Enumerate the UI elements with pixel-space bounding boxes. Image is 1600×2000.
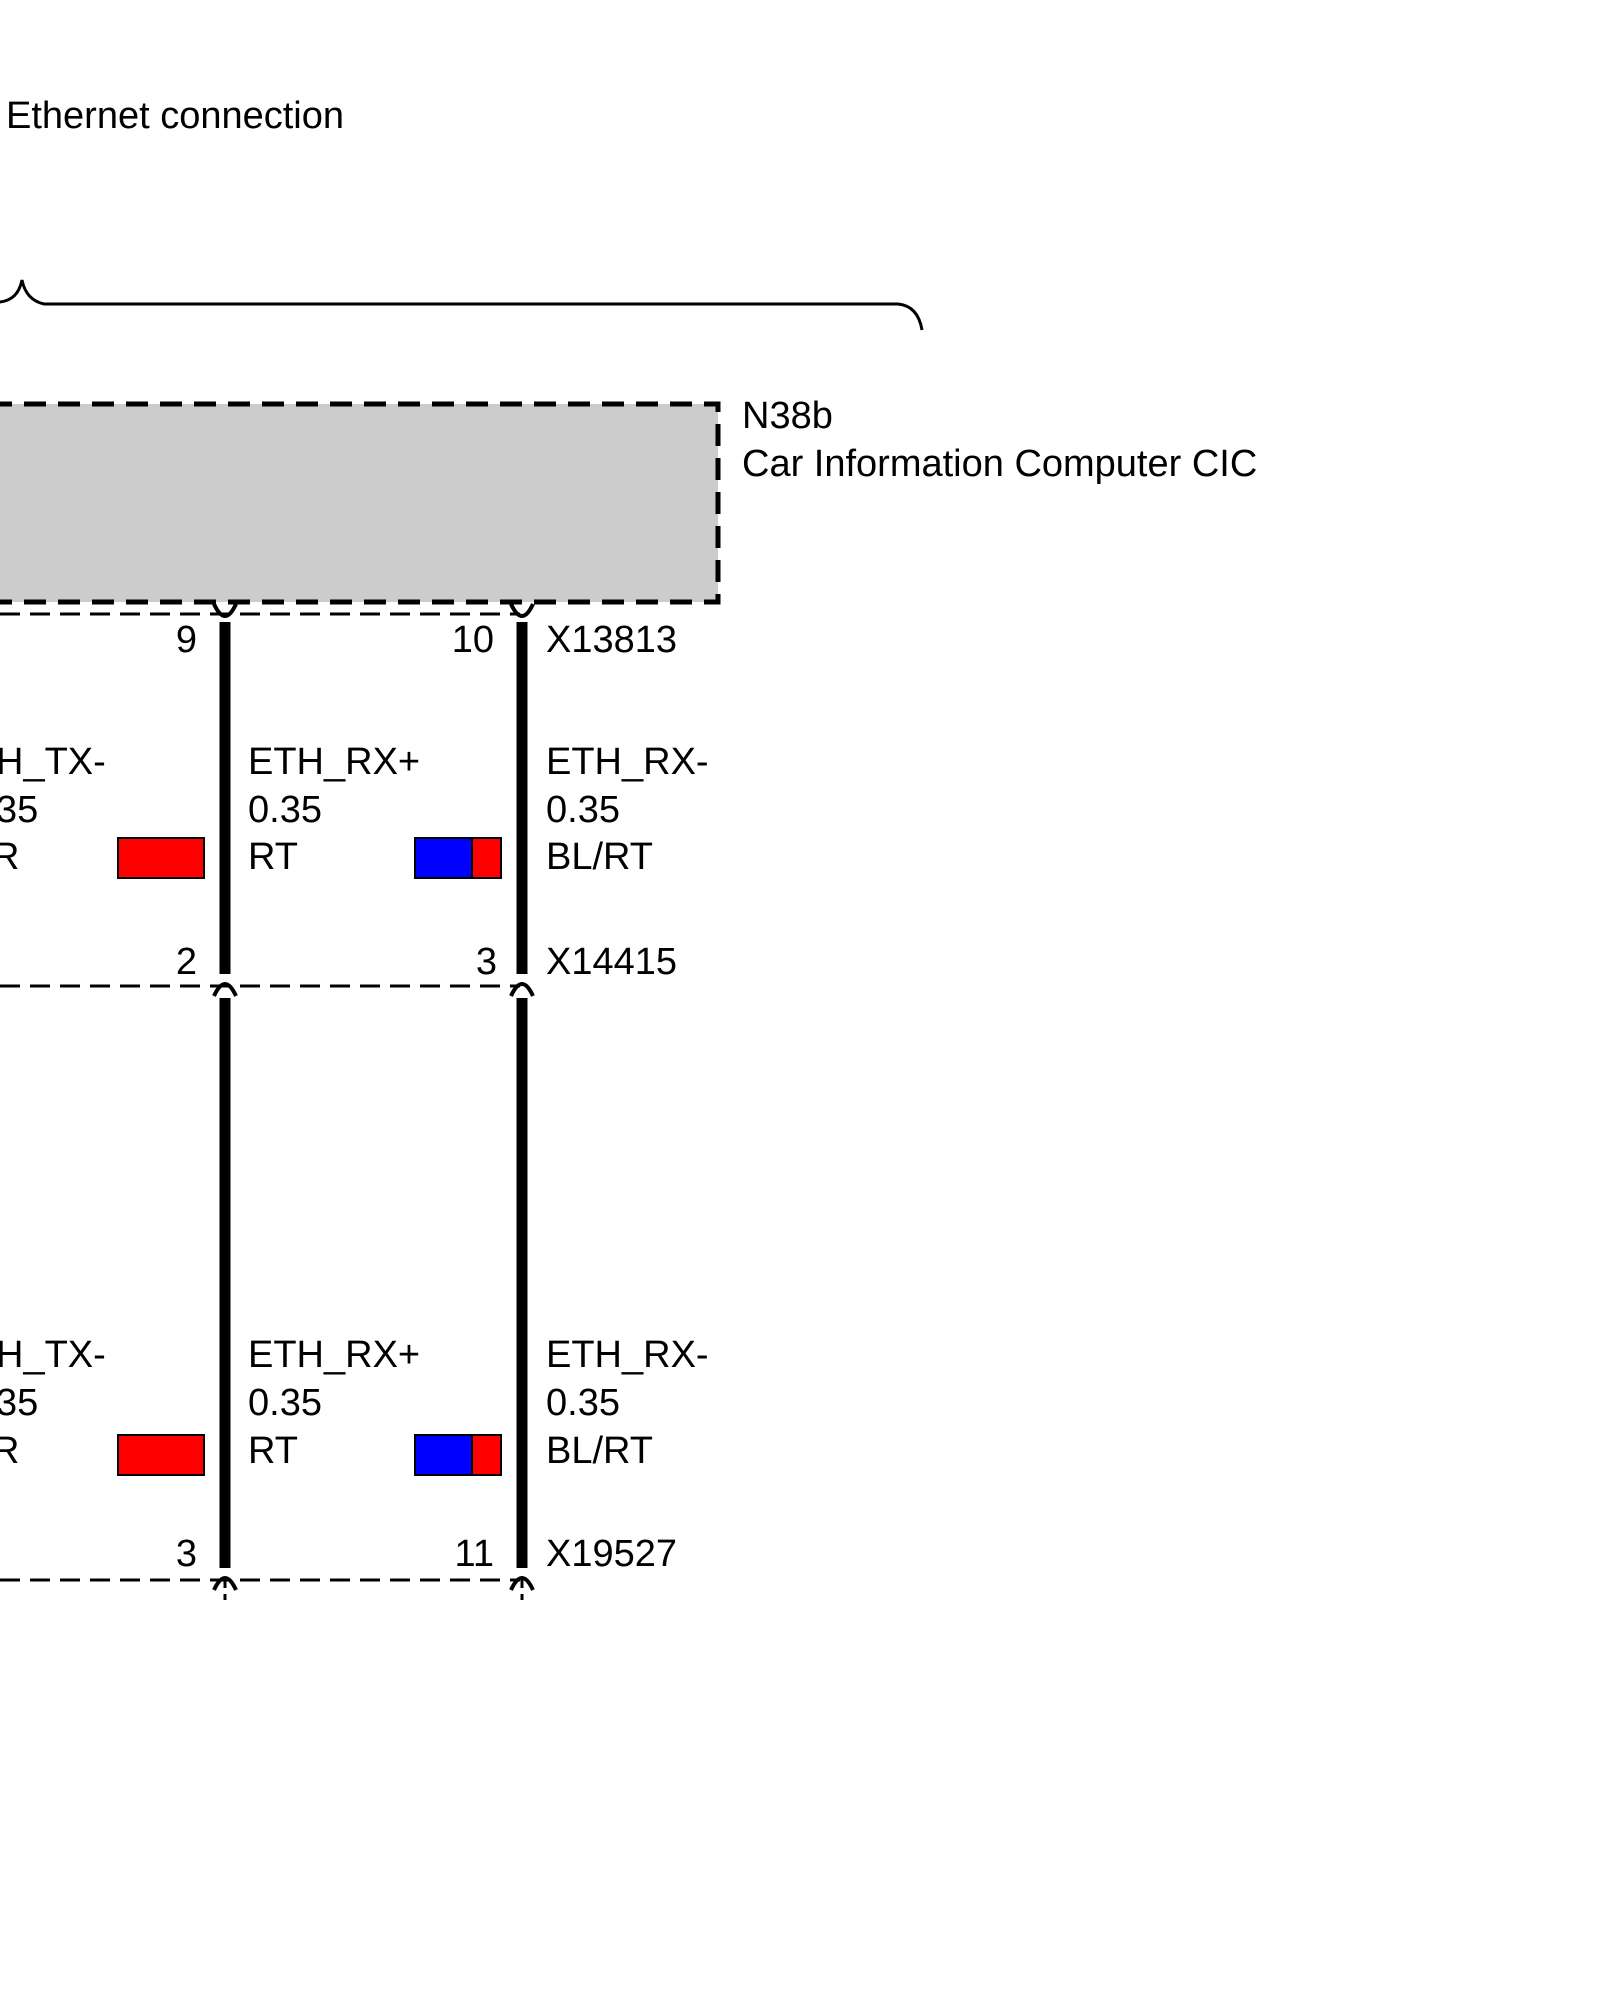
wire-gauge-label: 0.35 [546, 789, 620, 831]
pin-terminal-icon [212, 603, 238, 618]
pin-number: 9 [176, 619, 197, 661]
cut-off-gauge-label: 35 [0, 789, 38, 831]
wire-signal-label: ETH_RX- [546, 1334, 709, 1376]
component-name: Car Information Computer CIC [742, 443, 1257, 485]
swatch-color-block [414, 1434, 473, 1476]
pin-number: 2 [176, 941, 197, 983]
pin-terminal-icon [509, 1576, 535, 1591]
pin-terminal-icon [212, 982, 238, 997]
wire-signal-label: ETH_RX+ [248, 1334, 420, 1376]
swatch-color-block [471, 1434, 502, 1476]
component-id: N38b [742, 395, 833, 437]
wire-color-swatch-bl-rt-upper [414, 837, 502, 879]
swatch-color-block [471, 837, 502, 879]
wire-color-code-label: RT [248, 1430, 298, 1472]
group-brace [0, 279, 924, 331]
swatch-color-block [117, 1434, 205, 1476]
pin-terminal-icon [212, 1576, 238, 1591]
wire-color-code-label: BL/RT [546, 1430, 653, 1472]
swatch-color-block [414, 837, 473, 879]
wire-color-code-label: RT [248, 836, 298, 878]
wire-signal-label: ETH_RX- [546, 741, 709, 783]
pin-number: 3 [476, 941, 497, 983]
diagram-title: Ethernet connection [6, 95, 344, 137]
cut-off-signal-label: H_TX- [0, 741, 106, 783]
pin-number: 11 [455, 1533, 494, 1575]
wire-color-code-label: BL/RT [546, 836, 653, 878]
wire-signal-label: ETH_RX+ [248, 741, 420, 783]
cut-off-color-label: R [0, 836, 19, 878]
pin-number: 10 [452, 619, 494, 661]
swatch-color-block [117, 837, 205, 879]
connector-id: X13813 [546, 619, 677, 661]
wire-gauge-label: 0.35 [546, 1382, 620, 1424]
cut-off-color-label: R [0, 1430, 19, 1472]
pin-number: 3 [176, 1533, 197, 1575]
pin-terminal-icon [509, 603, 535, 618]
component-box-n38b [0, 401, 721, 605]
wire-color-swatch-rt-lower [117, 1434, 205, 1476]
connector-id: X19527 [546, 1533, 677, 1575]
cut-off-gauge-label: 35 [0, 1382, 38, 1424]
wire-gauge-label: 0.35 [248, 1382, 322, 1424]
pin-terminal-icon [509, 982, 535, 997]
connector-id: X14415 [546, 941, 677, 983]
wire-color-swatch-bl-rt-lower [414, 1434, 502, 1476]
wire-gauge-label: 0.35 [248, 789, 322, 831]
wire-color-swatch-rt-upper [117, 837, 205, 879]
cut-off-signal-label: H_TX- [0, 1334, 106, 1376]
